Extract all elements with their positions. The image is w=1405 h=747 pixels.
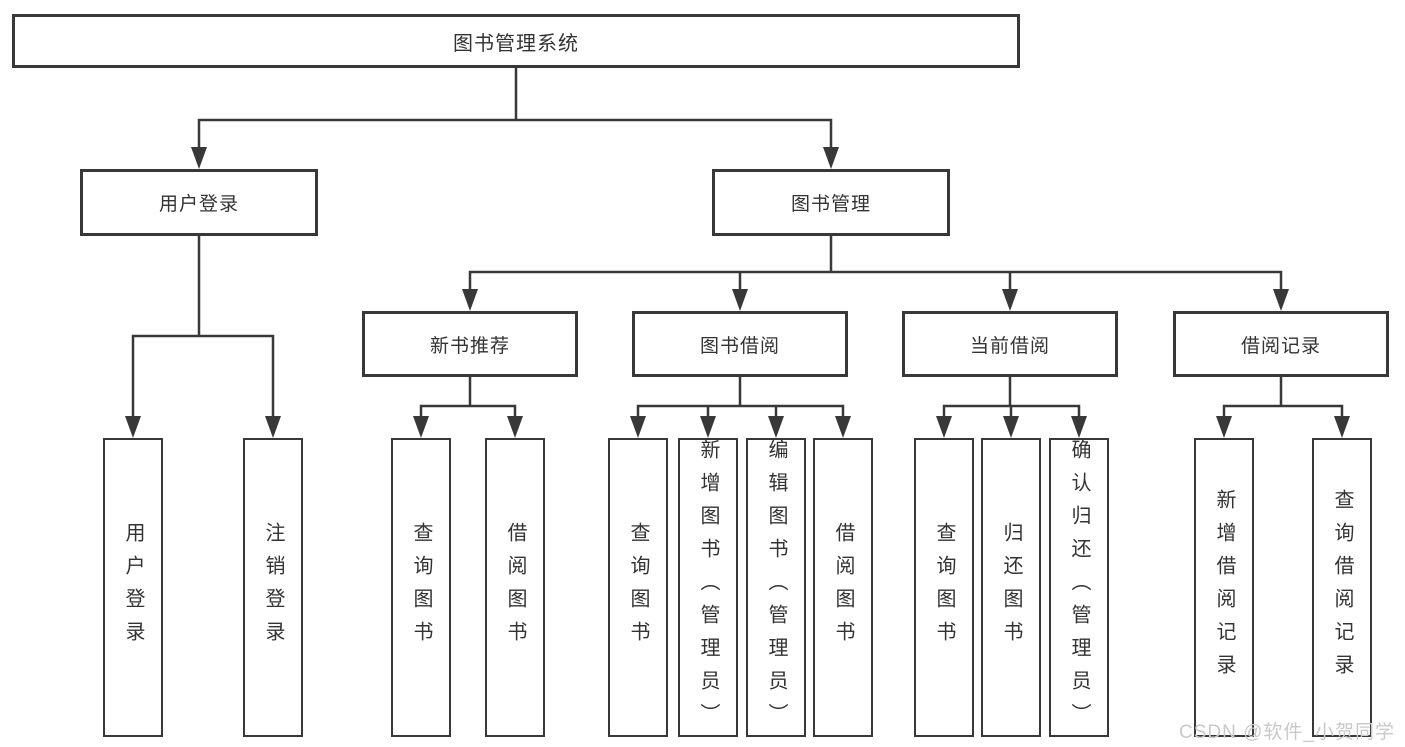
node-label: 查询图书 [933, 521, 955, 654]
leaf-user-login: 用户登录 [103, 438, 163, 737]
node-label: 新增借阅记录 [1213, 488, 1235, 687]
arrowhead-icons [125, 147, 1350, 438]
leaf-logout: 注销登录 [243, 438, 303, 737]
leaf-return-book: 归还图书 [981, 438, 1041, 737]
node-user-login-branch: 用户登录 [80, 169, 318, 236]
node-label: 归还图书 [1000, 521, 1022, 654]
node-label: 查询图书 [410, 521, 432, 654]
node-label: 确认归还（管理员） [1068, 439, 1090, 736]
node-book-borrow: 图书借阅 [632, 311, 848, 377]
leaf-query-books: 查询图书 [391, 438, 451, 737]
node-label: 借阅图书 [504, 521, 526, 654]
node-root-library-system: 图书管理系统 [12, 14, 1020, 68]
node-current-borrow: 当前借阅 [902, 311, 1118, 377]
node-label: 图书管理系统 [453, 32, 579, 55]
node-book-management-branch: 图书管理 [712, 169, 950, 236]
leaf-borrow-books: 借阅图书 [813, 438, 873, 737]
node-label: 借阅记录 [1240, 335, 1321, 357]
leaf-add-book-admin: 新增图书（管理员） [678, 438, 738, 737]
node-label: 查询图书 [627, 521, 649, 654]
node-label: 图书管理 [790, 194, 871, 215]
node-label: 注销登录 [262, 521, 284, 654]
node-label: 新书推荐 [429, 335, 510, 357]
node-label: 借阅图书 [832, 521, 854, 654]
node-label: 新增图书（管理员） [697, 439, 719, 736]
leaf-add-borrow-record: 新增借阅记录 [1194, 438, 1254, 737]
leaf-query-books: 查询图书 [914, 438, 974, 737]
node-label: 当前借阅 [969, 335, 1050, 357]
leaf-query-borrow-record: 查询借阅记录 [1312, 438, 1372, 737]
node-label: 编辑图书（管理员） [765, 439, 787, 736]
node-label: 用户登录 [122, 521, 144, 654]
node-new-book-recommend: 新书推荐 [362, 311, 578, 377]
leaf-edit-book-admin: 编辑图书（管理员） [746, 438, 806, 737]
leaf-confirm-return-admin: 确认归还（管理员） [1049, 438, 1109, 737]
node-label: 查询借阅记录 [1331, 488, 1353, 687]
leaf-query-books: 查询图书 [608, 438, 668, 737]
watermark: CSDN @软件_小贺同学 [1179, 722, 1395, 743]
leaf-borrow-books: 借阅图书 [485, 438, 545, 737]
node-label: 用户登录 [158, 194, 239, 215]
node-borrow-records: 借阅记录 [1173, 311, 1389, 377]
node-label: 图书借阅 [699, 335, 780, 357]
